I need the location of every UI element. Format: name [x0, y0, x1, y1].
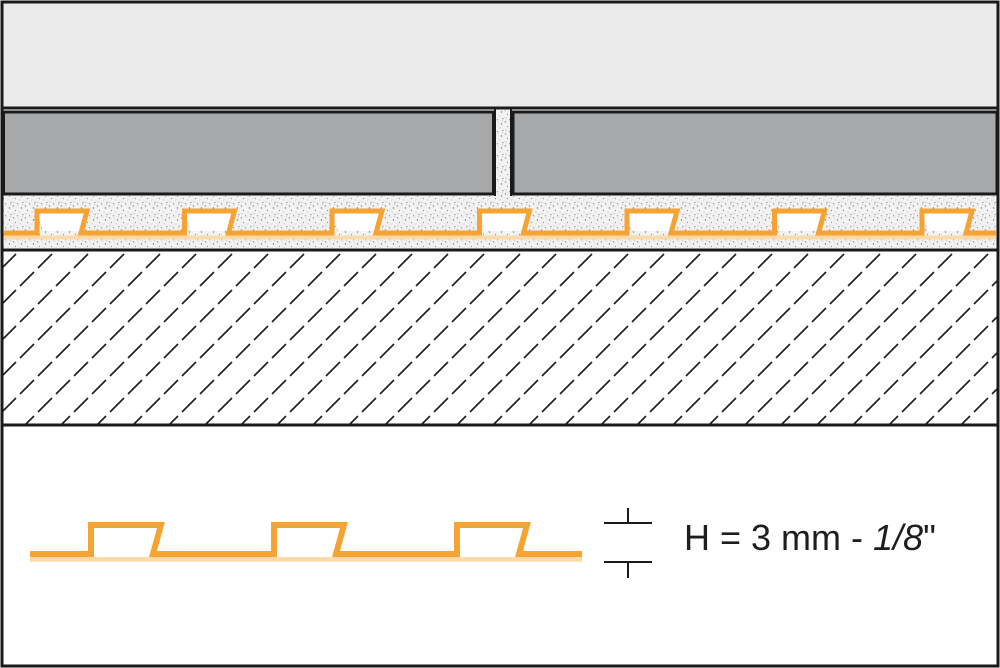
substrate-layer — [3, 252, 997, 424]
detail-membrane-profile — [30, 522, 582, 557]
tile-left — [2, 110, 495, 196]
top-membrane-stud-4 — [479, 211, 530, 231]
top-membrane-stud-3 — [332, 211, 382, 231]
top-membrane-stud-6 — [774, 211, 825, 231]
detail-membrane-stud-2 — [274, 525, 344, 552]
detail-membrane-stud-3 — [457, 525, 527, 552]
tile-right — [511, 110, 999, 196]
grout-joint — [496, 110, 510, 200]
top-membrane-profile — [4, 208, 996, 236]
dimension-label-fraction: 1/8 — [873, 517, 924, 558]
height-dimension-label: H = 3 mm - 1/8" — [684, 520, 936, 556]
dimension-label-suffix: " — [923, 517, 936, 558]
top-membrane-stud-1 — [37, 211, 87, 231]
height-dimension-marker — [604, 508, 652, 578]
background-band — [3, 3, 997, 109]
uncoupling-membrane — [4, 208, 996, 240]
top-membrane-stud-5 — [627, 211, 677, 231]
detail-membrane-stud-1 — [91, 525, 161, 552]
top-membrane-stud-7 — [922, 211, 972, 231]
top-membrane-stud-2 — [184, 211, 235, 231]
dimension-label-prefix: H = 3 mm - — [684, 517, 874, 558]
membrane-detail — [30, 522, 582, 562]
